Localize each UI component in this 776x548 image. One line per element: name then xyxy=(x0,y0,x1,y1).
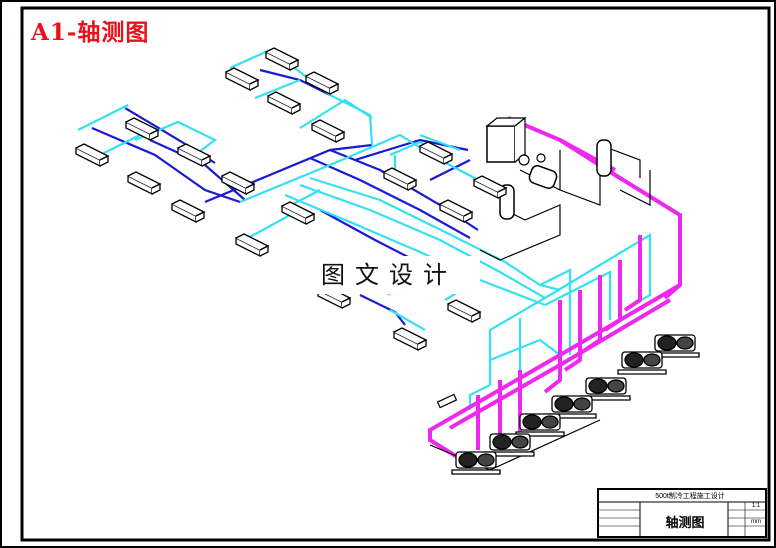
air-cooler xyxy=(265,47,300,72)
title-block-drawing-name: 轴测图 xyxy=(665,515,705,530)
air-cooler xyxy=(473,175,508,200)
air-cooler xyxy=(281,201,316,226)
air-cooler xyxy=(235,233,270,258)
compressor xyxy=(451,451,501,475)
title-block xyxy=(597,488,767,538)
air-cooler-units xyxy=(75,47,508,352)
inner-frame xyxy=(20,6,771,542)
horizontal-receiver xyxy=(518,153,558,189)
oil-separator-vessel xyxy=(596,139,612,177)
air-cooler xyxy=(127,171,162,196)
view-title: A1-轴测图 xyxy=(31,19,150,46)
cyan-return-piping xyxy=(77,48,652,410)
expansion-valve xyxy=(436,393,458,409)
air-cooler xyxy=(305,71,340,96)
air-cooler xyxy=(75,143,110,168)
compressor xyxy=(617,351,667,375)
compressor xyxy=(650,334,700,358)
air-cooler xyxy=(177,143,212,168)
compressor xyxy=(485,433,535,457)
title-block-project: 500t制冷工程施工设计 xyxy=(655,493,725,500)
air-cooler xyxy=(171,199,206,224)
watermark-text: 图文设计 xyxy=(298,256,480,294)
air-cooler xyxy=(419,141,454,166)
air-cooler xyxy=(311,119,346,144)
air-cooler xyxy=(447,299,482,324)
air-cooler xyxy=(221,171,256,196)
air-cooler xyxy=(225,67,260,92)
compressor-units xyxy=(451,334,700,475)
air-cooler xyxy=(125,117,160,142)
air-cooler xyxy=(439,199,474,224)
title-block-scale: 1:1 xyxy=(751,503,761,509)
air-cooler xyxy=(393,327,428,352)
air-cooler xyxy=(383,167,418,192)
condenser-unit xyxy=(485,116,527,163)
compressor xyxy=(515,413,565,437)
compressor xyxy=(581,377,631,401)
air-cooler xyxy=(267,91,302,116)
title-block-unit: mm xyxy=(751,519,761,525)
